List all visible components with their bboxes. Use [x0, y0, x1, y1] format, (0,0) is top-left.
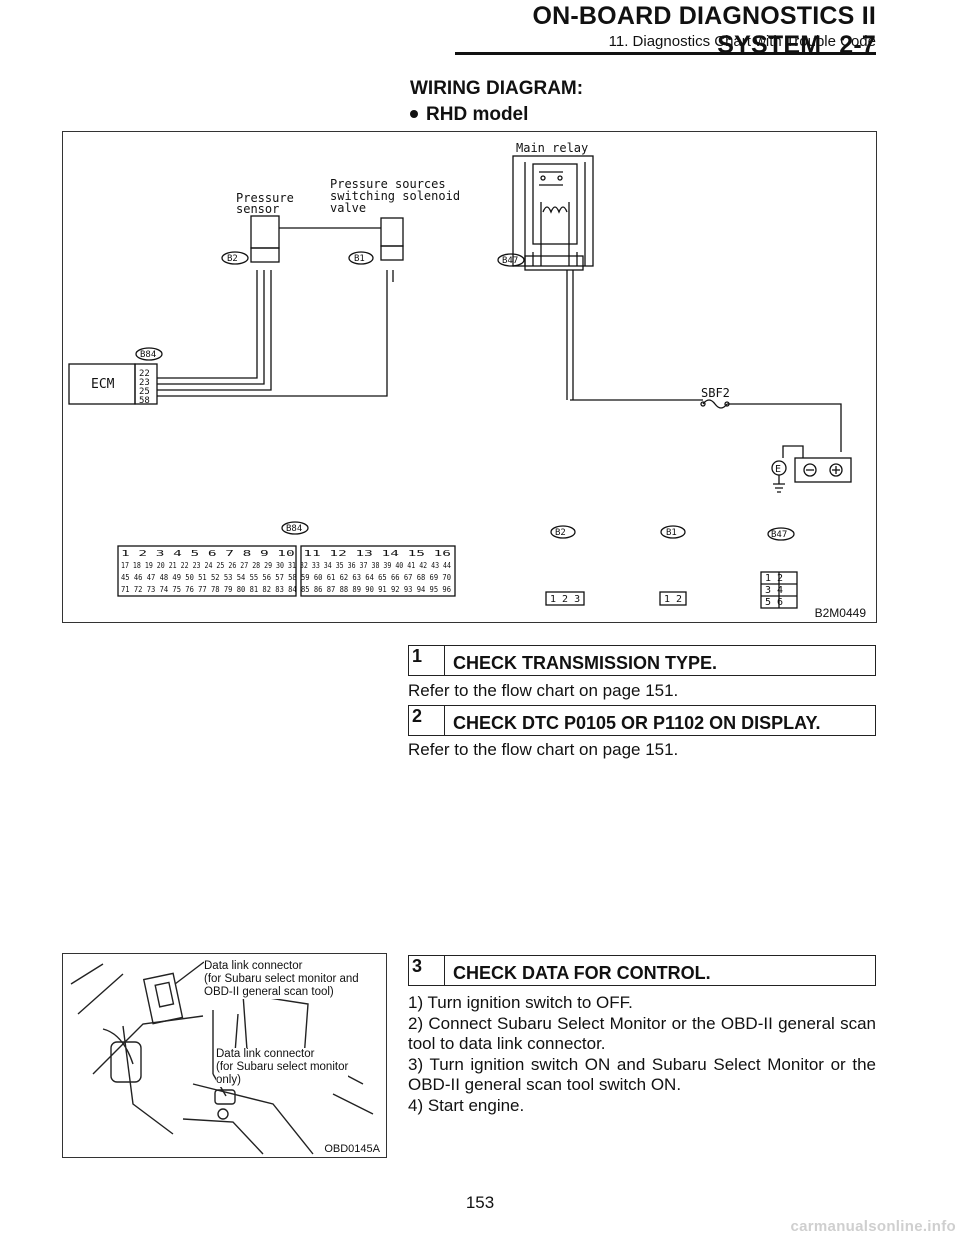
- page-header-subtitle: 11. Diagnostics Chart with Trouble Code: [608, 33, 876, 50]
- step-1-text: Refer to the flow chart on page 151.: [408, 681, 679, 700]
- b84-pin-row-3: 45 46 47 48 49 50 51 52 53 54 55 56 57 5…: [121, 573, 451, 582]
- callout-1-line-b: (for Subaru select monitor and: [204, 973, 359, 985]
- step-1-header: 1 CHECK TRANSMISSION TYPE.: [408, 645, 876, 676]
- b1-pins: 1 2: [664, 594, 682, 605]
- b2-pins: 1 2 3: [550, 594, 580, 605]
- b84-tag-bottom: B84: [286, 524, 302, 534]
- ecm-pin-22: 22: [139, 369, 150, 379]
- model-label: RHD model: [410, 104, 528, 126]
- pressure-sensor-label-2: sensor: [236, 202, 279, 216]
- solenoid-label-2: switching solenoid: [330, 189, 460, 203]
- step-2-header: 2 CHECK DTC P0105 OR P1102 ON DISPLAY.: [408, 705, 876, 736]
- step-1-title: CHECK TRANSMISSION TYPE.: [453, 653, 718, 673]
- b84-pin-row-4: 71 72 73 74 75 76 77 78 79 80 81 82 83 8…: [121, 585, 451, 594]
- solenoid-label-3: valve: [330, 201, 366, 215]
- photo-code: OBD0145A: [324, 1143, 380, 1155]
- step-divider: [444, 706, 445, 735]
- step-2-title: CHECK DTC P0105 OR P1102 ON DISPLAY.: [453, 713, 821, 733]
- b1-tag-bottom: B1: [666, 528, 677, 538]
- instruction-item: 3) Turn ignition switch ON and Subaru Se…: [408, 1054, 876, 1095]
- main-relay-label: Main relay: [516, 141, 588, 155]
- step-1-number: 1: [412, 646, 423, 666]
- watermark-link[interactable]: carmanualsonline.info: [790, 1218, 956, 1235]
- callout-1-line-c: OBD-II general scan tool): [204, 986, 334, 998]
- bullet-icon: [410, 110, 418, 118]
- wiring-diagram-figure: Main relay Pressure sensor Pressure sour…: [62, 131, 877, 623]
- step-divider: [444, 646, 445, 675]
- callout-2-line-c: only): [216, 1074, 241, 1086]
- header-rule: [455, 52, 876, 55]
- b47-pins-row-1: 1 2: [765, 573, 783, 584]
- sbf2-label: SBF2: [701, 386, 730, 400]
- b84-tag: B84: [140, 350, 156, 360]
- model-text: RHD model: [426, 104, 529, 125]
- step-2-number: 2: [412, 706, 423, 726]
- instruction-item: 2) Connect Subaru Select Monitor or the …: [408, 1013, 876, 1054]
- step-2-text: Refer to the flow chart on page 151.: [408, 740, 679, 759]
- b2-tag-bottom: B2: [555, 528, 566, 538]
- figure-code: B2M0449: [814, 606, 866, 620]
- b47-pins-row-3: 5 6: [765, 597, 783, 608]
- callout-1-line-a: Data link connector: [204, 960, 303, 972]
- instruction-item: 4) Start engine.: [408, 1095, 525, 1115]
- step-3-instructions: 1) Turn ignition switch to OFF. 2) Conne…: [408, 993, 876, 1116]
- b47-tag: B47: [502, 256, 518, 266]
- b47-tag-bottom: B47: [771, 530, 787, 540]
- data-link-connector-photo: Data link connector (for Subaru select m…: [62, 953, 387, 1158]
- callout-2-line-b: (for Subaru select monitor: [216, 1061, 349, 1073]
- solenoid-label-1: Pressure sources: [330, 177, 446, 191]
- callout-data-link-connector-2: Data link connector (for Subaru select m…: [216, 1048, 349, 1087]
- callout-data-link-connector-1: Data link connector (for Subaru select m…: [204, 960, 359, 999]
- ecm-pin-23: 23: [139, 378, 150, 388]
- ecm-pin-58: 58: [139, 396, 150, 406]
- step-3-header: 3 CHECK DATA FOR CONTROL.: [408, 955, 876, 986]
- b47-pins-row-2: 3 4: [765, 585, 783, 596]
- b84-pin-row-2: 17 18 19 20 21 22 23 24 25 26 27 28 29 3…: [121, 561, 451, 570]
- b1-tag: B1: [354, 254, 365, 264]
- b2-tag: B2: [227, 254, 238, 264]
- ecm-pin-25: 25: [139, 387, 150, 397]
- header-title-text: ON-BOARD DIAGNOSTICS II SYSTEM: [532, 2, 876, 59]
- pressure-sensor-label-1: Pressure: [236, 191, 294, 205]
- step-3-title: CHECK DATA FOR CONTROL.: [453, 963, 711, 983]
- ecm-label: ECM: [91, 377, 115, 392]
- ground-label: E: [775, 464, 781, 475]
- step-divider: [444, 956, 445, 985]
- wiring-diagram-svg: Main relay Pressure sensor Pressure sour…: [68, 141, 852, 609]
- instruction-item: 1) Turn ignition switch to OFF.: [408, 993, 633, 1012]
- step-3-number: 3: [412, 956, 423, 976]
- callout-2-line-a: Data link connector: [216, 1048, 315, 1060]
- page-number: 153: [465, 1193, 495, 1212]
- wiring-diagram-heading: WIRING DIAGRAM:: [410, 78, 584, 99]
- b84-pin-row-1: 1 2 3 4 5 6 7 8 9 10 11 12 13 14 15 16: [121, 549, 451, 558]
